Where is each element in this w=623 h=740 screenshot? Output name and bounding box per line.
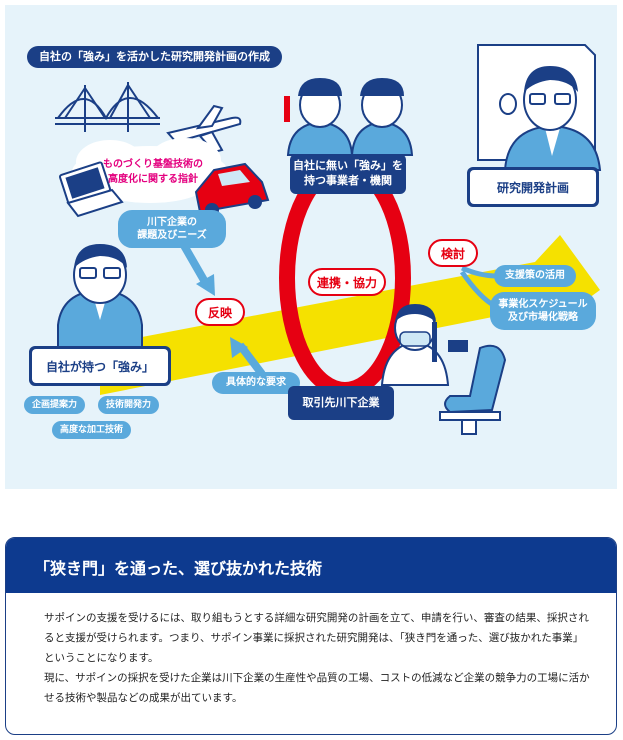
downstream-company-box: 取引先川下企業 bbox=[288, 386, 394, 420]
request-bubble: 具体的な要求 bbox=[212, 372, 300, 394]
needs-bubble: 川下企業の 課題及びニーズ bbox=[118, 210, 226, 248]
info-card-header: 「狭き門」を通った、選び抜かれた技術 bbox=[6, 538, 616, 593]
diagram-title: 自社の「強み」を活かした研究開発計画の作成 bbox=[27, 46, 282, 68]
info-card-paragraph-2: 現に、サポインの採択を受けた企業は川下企業の生産性や品質の工場、コストの低減など… bbox=[44, 668, 592, 708]
researcher-right-figure bbox=[478, 45, 600, 170]
info-card-title: 「狭き門」を通った、選び抜かれた技術 bbox=[34, 555, 322, 579]
info-card-body: サポインの支援を受けるには、取り組もうとする詳細な研究開発の計画を立て、申請を行… bbox=[44, 608, 592, 708]
dental-chair-icon bbox=[440, 340, 505, 434]
review-label: 検討 bbox=[428, 239, 478, 267]
reflect-label: 反映 bbox=[195, 298, 245, 326]
guideline-cloud-text: ものづくり基盤技術の 高度化に関する指針 bbox=[78, 158, 228, 187]
review-tag-support: 支援策の活用 bbox=[494, 265, 576, 287]
info-card: 「狭き門」を通った、選び抜かれた技術 サポインの支援を受けるには、取り組もうとす… bbox=[5, 537, 617, 735]
needs-arrow bbox=[182, 242, 205, 282]
plan-box: 研究開発計画 bbox=[467, 167, 599, 207]
strength-tag-planning: 企画提案力 bbox=[24, 396, 85, 414]
strength-box-label: 自社が持つ「強み」 bbox=[32, 349, 168, 383]
researcher-left-figure bbox=[58, 244, 142, 348]
info-card-paragraph-1: サポインの支援を受けるには、取り組もうとする詳細な研究開発の計画を立て、申請を行… bbox=[44, 608, 592, 668]
partner-box: 自社に無い「強み」を 持つ事業者・機関 bbox=[290, 154, 406, 194]
review-tag-schedule: 事業化スケジュール 及び市場化戦略 bbox=[490, 292, 596, 330]
strength-tag-processing: 高度な加工技術 bbox=[52, 421, 131, 439]
partner-workers-figure bbox=[284, 78, 412, 155]
bridge-icon bbox=[55, 82, 160, 132]
strength-tag-development: 技術開発力 bbox=[98, 396, 159, 414]
strength-box: 自社が持つ「強み」 bbox=[29, 346, 171, 386]
plan-box-label: 研究開発計画 bbox=[470, 170, 596, 204]
collaboration-label: 連携・協力 bbox=[308, 268, 386, 296]
